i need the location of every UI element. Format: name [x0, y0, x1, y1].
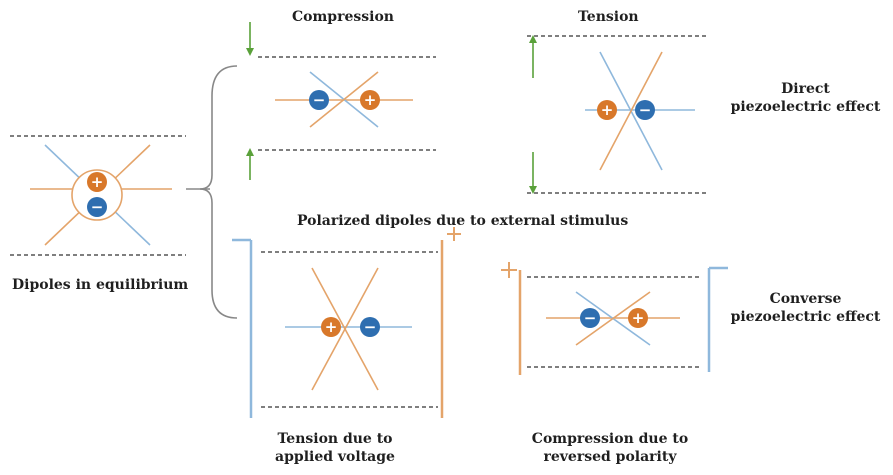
positive-charge	[360, 90, 380, 110]
plus-symbol: +	[364, 91, 377, 109]
compression-reversed-line-2: reversed polarity	[543, 449, 677, 465]
negative-charge	[580, 308, 600, 328]
compression-reversed-line-1: Compression due to	[531, 431, 689, 447]
branch-brace	[186, 65, 238, 319]
positive-charge	[597, 100, 617, 120]
minus-symbol: −	[91, 198, 104, 216]
minus-symbol: −	[313, 91, 326, 109]
minus-symbol: −	[364, 318, 377, 336]
positive-charge	[321, 317, 341, 337]
reversed-polarity-dipole: − +	[501, 262, 728, 375]
negative-charge	[360, 317, 380, 337]
positive-charge	[628, 308, 648, 328]
plus-symbol: +	[632, 309, 645, 327]
direct-effect-line-2: piezoelectric effect	[730, 99, 881, 115]
tension-voltage-label: Tension due to applied voltage	[260, 430, 410, 466]
equilibrium-label: Dipoles in equilibrium	[12, 277, 189, 293]
plus-symbol: +	[601, 101, 614, 119]
tension-voltage-line-1: Tension due to	[277, 431, 393, 447]
applied-voltage-dipole: + −	[232, 227, 461, 418]
negative-charge	[87, 197, 107, 217]
tension-label: Tension	[578, 9, 639, 25]
bond-line	[575, 291, 651, 346]
converse-effect-label: Converse piezoelectric effect	[718, 290, 893, 326]
minus-symbol: −	[639, 101, 652, 119]
negative-charge	[309, 90, 329, 110]
dipole-ring	[71, 169, 123, 221]
minus-symbol: −	[584, 309, 597, 327]
tension-dipole: + −	[527, 35, 709, 194]
compression-label: Compression	[292, 9, 394, 25]
converse-effect-line-1: Converse	[769, 291, 842, 307]
bond-line	[599, 51, 663, 171]
compression-dipole: − +	[246, 22, 436, 180]
compression-reversed-label: Compression due to reversed polarity	[520, 430, 700, 466]
bond-line	[311, 267, 379, 391]
tension-voltage-line-2: applied voltage	[275, 449, 395, 465]
equilibrium-dipole: + −	[10, 135, 186, 256]
plus-symbol: +	[325, 318, 338, 336]
positive-charge	[87, 172, 107, 192]
plus-symbol: +	[91, 173, 104, 191]
polarized-dipoles-label: Polarized dipoles due to external stimul…	[297, 213, 629, 229]
direct-effect-label: Direct piezoelectric effect	[718, 80, 893, 116]
converse-effect-line-2: piezoelectric effect	[730, 309, 881, 325]
negative-charge	[635, 100, 655, 120]
bond-line	[309, 71, 379, 128]
direct-effect-line-1: Direct	[781, 81, 830, 97]
